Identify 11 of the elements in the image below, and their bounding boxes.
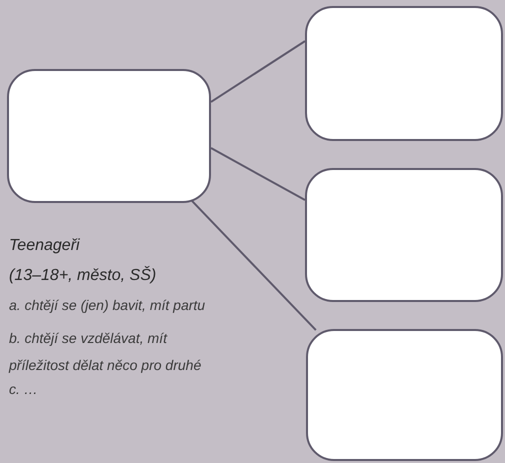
rounded-box (7, 69, 211, 203)
connector-line (210, 40, 306, 103)
list-item: c. … (9, 380, 38, 398)
connector-line (210, 147, 306, 201)
connector-line (191, 200, 317, 331)
rounded-box (306, 329, 503, 461)
list-item: a. chtějí se (jen) bavit, mít partu (9, 296, 206, 314)
rounded-box (305, 168, 503, 302)
heading: Teenageři (9, 236, 80, 256)
subheading: (13–18+, město, SŠ) (9, 266, 156, 286)
rounded-box (305, 6, 503, 141)
